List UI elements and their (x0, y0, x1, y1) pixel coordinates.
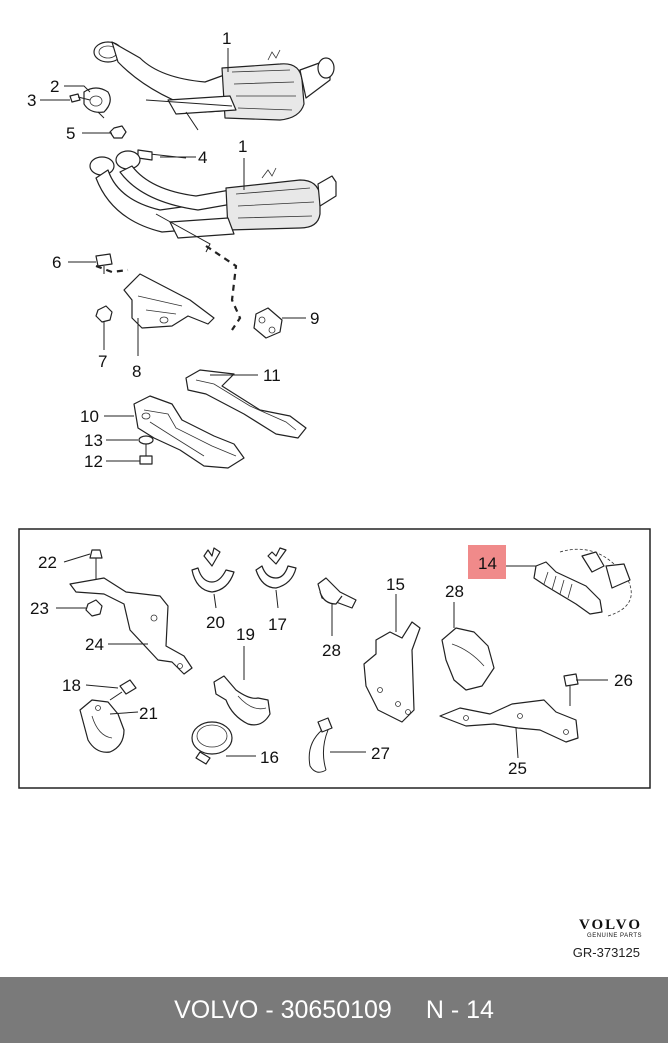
callout-21: 21 (139, 704, 158, 723)
footer-position: N - 14 (425, 995, 494, 1024)
bolt-part-6 (95, 253, 113, 274)
clamp-part-19 (213, 646, 271, 726)
hose-clamp-part-16 (191, 721, 233, 765)
leader-lines-top (40, 48, 306, 462)
parts-diagram: 1 2 3 5 4 1 6 9 7 8 11 10 13 12 (18, 29, 651, 789)
highlight-box (468, 545, 506, 579)
bolt-part-22 (89, 549, 103, 580)
callout-8: 8 (132, 362, 141, 381)
nut-part-5 (109, 125, 127, 139)
callout-5: 5 (66, 124, 75, 143)
callout-18: 18 (62, 676, 81, 695)
callout-20: 20 (206, 613, 225, 632)
callout-10: 10 (80, 407, 99, 426)
callout-3: 3 (27, 91, 36, 110)
bracket-part-25 (439, 699, 579, 759)
callout-19: 19 (236, 625, 255, 644)
bolt-part-3 (69, 93, 91, 103)
heat-shield-part-11 (185, 369, 307, 439)
callout-17: 17 (268, 615, 287, 634)
bracket-part-8 (123, 273, 215, 356)
callout-28-shield: 28 (445, 582, 464, 601)
clip-part-20 (191, 547, 235, 609)
heat-shield-part-10 (133, 395, 245, 469)
nut-part-7 (95, 305, 113, 323)
oxygen-sensor-part-14 (533, 548, 632, 617)
highlighted-callout-14[interactable]: 14 (468, 545, 506, 579)
callout-23: 23 (30, 599, 49, 618)
callout-1: 1 (222, 29, 231, 48)
callout-13: 13 (84, 431, 103, 450)
hanger-part-9 (253, 307, 283, 339)
callout-26: 26 (614, 671, 633, 690)
callout-27: 27 (371, 744, 390, 763)
stud-part-4 (137, 149, 187, 161)
bracket-part-15 (363, 594, 421, 723)
gasket-part-2 (83, 87, 111, 119)
callout-22: 22 (38, 553, 57, 572)
footer-bar: VOLVO - 30650109 N - 14 (0, 977, 668, 1043)
leader-lines-bottom (56, 553, 608, 757)
bolt-part-26 (563, 673, 579, 706)
callout-24: 24 (85, 635, 104, 654)
clip-part-17 (255, 547, 297, 609)
bracket-part-24 (69, 577, 193, 675)
callout-1-lower: 1 (238, 137, 247, 156)
callout-12: 12 (84, 452, 103, 471)
callout-6: 6 (52, 253, 61, 272)
dashed-route-line (95, 245, 242, 331)
callout-9: 9 (310, 309, 319, 328)
cable-tie-part-27 (308, 717, 333, 773)
washer-part-13 (138, 435, 154, 445)
callout-15: 15 (386, 575, 405, 594)
callout-16: 16 (260, 748, 279, 767)
brand-logo-block: VOLVO GENUINE PARTS (579, 917, 642, 939)
callout-11: 11 (263, 366, 281, 385)
bolt-part-18 (109, 679, 137, 701)
callout-28-small: 28 (322, 641, 341, 660)
footer-part-info: VOLVO - 30650109 (174, 995, 392, 1024)
catalytic-converter-lower (89, 150, 337, 253)
callout-25: 25 (508, 759, 527, 778)
bolt-part-12 (139, 444, 153, 465)
diagram-reference: GR-373125 (572, 945, 640, 960)
callout-7: 7 (98, 352, 107, 371)
brand-subtitle: GENUINE PARTS (587, 933, 642, 939)
clip-part-28-small (317, 577, 357, 636)
clamp-part-21 (79, 699, 125, 753)
clip-part-28-shield (441, 602, 495, 691)
nut-part-23 (85, 599, 103, 617)
catalytic-converter-upper (93, 41, 335, 131)
detail-box (18, 528, 651, 789)
brand-logo: VOLVO (578, 917, 642, 933)
callout-2: 2 (50, 77, 59, 96)
callout-4: 4 (198, 148, 207, 167)
callout-14: 14 (478, 554, 497, 573)
